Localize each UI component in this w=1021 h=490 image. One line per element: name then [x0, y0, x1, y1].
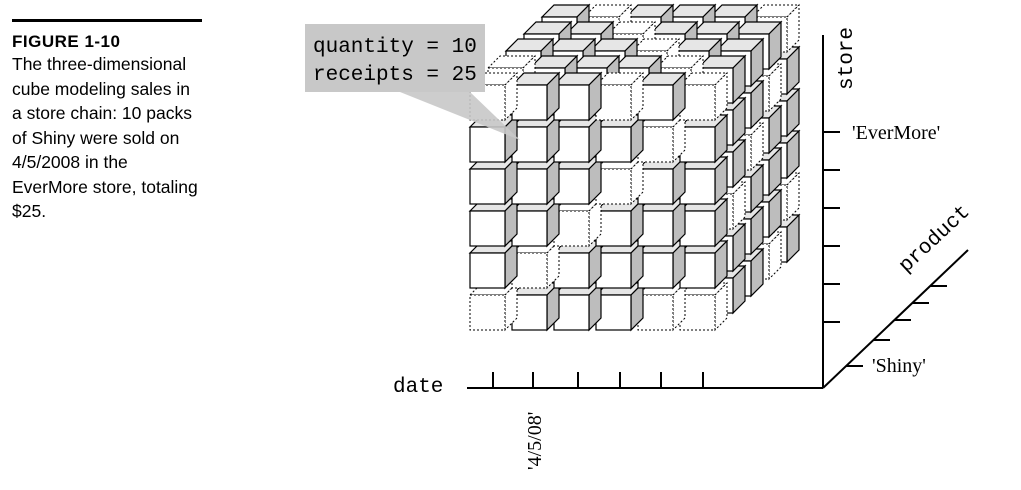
- cube-cell: [510, 239, 561, 290]
- cube-cell: [678, 155, 729, 206]
- cube-cell: [510, 113, 561, 164]
- cube-cell: [552, 155, 603, 206]
- cube-cell: [552, 113, 603, 164]
- figure-caption: FIGURE 1-10 The three-dimensional cube m…: [12, 19, 202, 224]
- cube-cell: [678, 197, 729, 248]
- cube-cell: [552, 239, 603, 290]
- figure-label: FIGURE 1-10: [12, 32, 121, 51]
- cube-cell: [678, 113, 729, 164]
- store-axis-label: store: [836, 27, 859, 90]
- date-tick-label: '4/5/08': [524, 412, 546, 470]
- cube-cell: [636, 239, 687, 290]
- product-axis-ticks: [846, 285, 947, 367]
- cube-cell: [468, 281, 519, 332]
- callout-pointer: [400, 92, 520, 140]
- cube-cell: [510, 71, 561, 122]
- cube-cell: [636, 281, 687, 332]
- cube-cell: [552, 281, 603, 332]
- cube-cell: [678, 71, 729, 122]
- cube-cell: [468, 155, 519, 206]
- cube-cell: [510, 155, 561, 206]
- cube-cell: [594, 155, 645, 206]
- product-tick-label: 'Shiny': [872, 355, 926, 377]
- cube-cell: [636, 197, 687, 248]
- product-axis-label: product: [895, 201, 975, 278]
- cube-cell: [468, 239, 519, 290]
- cube-cell: [594, 113, 645, 164]
- cube-cell: [552, 197, 603, 248]
- cube-cell: [636, 71, 687, 122]
- cube-cell: [636, 113, 687, 164]
- cube-cell: [594, 197, 645, 248]
- cube-cell: [594, 71, 645, 122]
- cube-cell: [510, 281, 561, 332]
- date-axis-ticks: [492, 372, 704, 388]
- cube-grid: [468, 3, 801, 332]
- cube-cell: [594, 281, 645, 332]
- cube-cell: [594, 239, 645, 290]
- store-tick-label: 'EverMore': [852, 122, 940, 144]
- figure-description: The three-dimensional cube modeling sale…: [12, 54, 198, 221]
- cube-cell: [678, 281, 729, 332]
- cube-cell: [468, 197, 519, 248]
- callout-box: [305, 24, 485, 92]
- cube-cell: [510, 197, 561, 248]
- store-axis-ticks: [823, 131, 840, 323]
- callout-quantity: quantity = 10: [313, 36, 477, 59]
- cube-cell: [678, 239, 729, 290]
- callout-receipts: receipts = 25: [313, 64, 477, 87]
- date-axis-label: date: [393, 376, 443, 399]
- cube-cell: [552, 71, 603, 122]
- cube-cell: [636, 155, 687, 206]
